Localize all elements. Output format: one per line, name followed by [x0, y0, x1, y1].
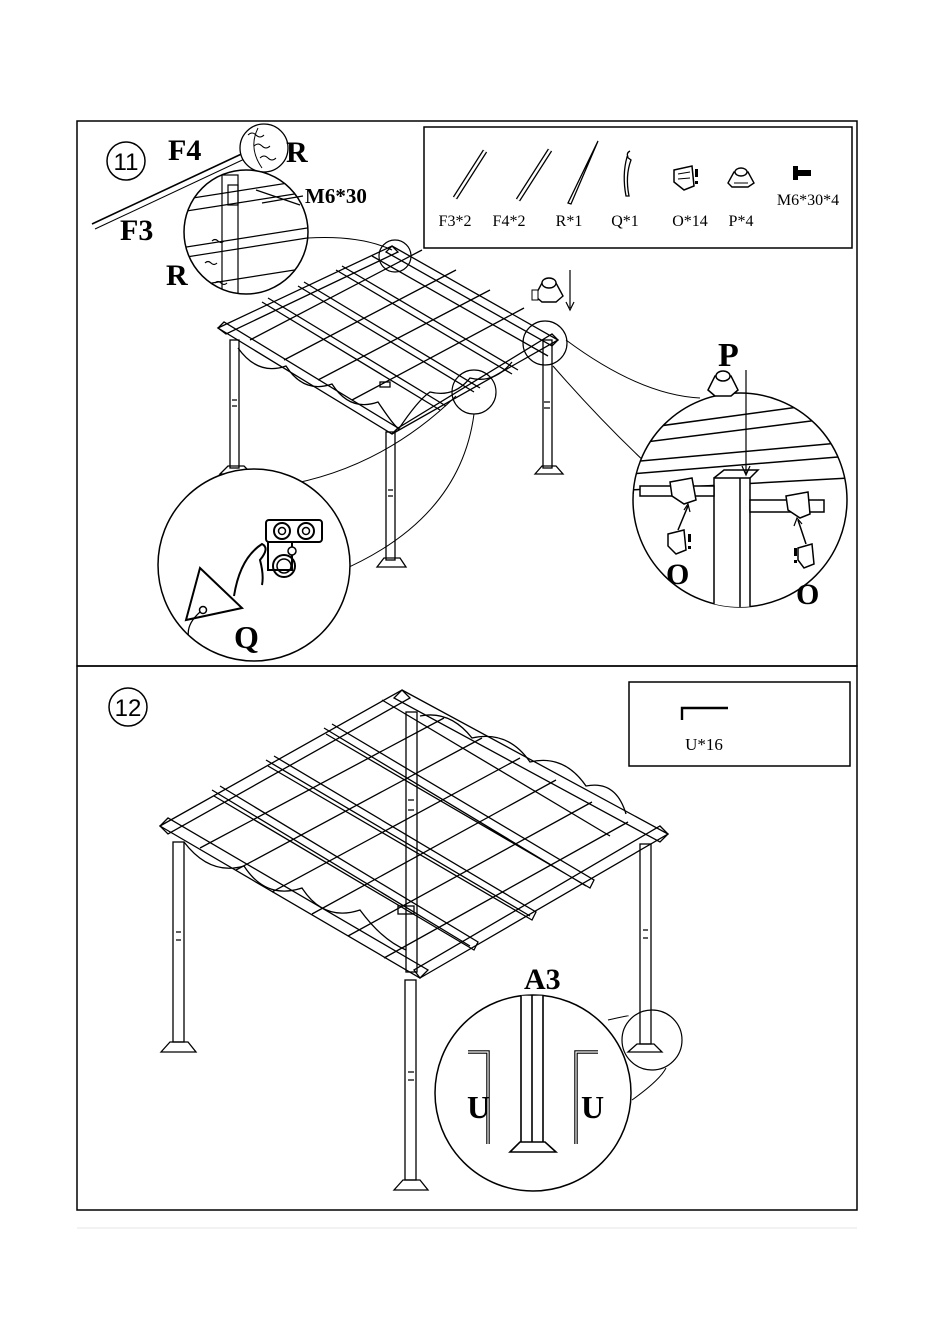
step-12-panel: 12 U*16	[77, 666, 857, 1210]
label-r-top: R	[286, 136, 308, 169]
part-label: R*1	[556, 213, 583, 230]
detail-marker	[622, 1010, 682, 1070]
label-r-side: R	[166, 259, 188, 292]
detail-marker	[523, 321, 567, 365]
parts-list-12: U*16	[629, 682, 850, 766]
part-label: U*16	[685, 735, 723, 754]
part-label: P*4	[729, 213, 754, 230]
label-a3: A3	[524, 963, 561, 996]
screw-icon	[793, 166, 811, 180]
hook-icon	[624, 151, 631, 196]
r-detail-small	[240, 124, 288, 172]
label-q: Q	[234, 619, 259, 655]
cap-icon	[728, 168, 754, 187]
part-label: M6*30*4	[777, 192, 839, 209]
step-12-number: 12	[115, 695, 142, 722]
step-11-number: 11	[114, 149, 139, 176]
label-m6: M6*30	[305, 184, 367, 208]
part-label: Q*1	[611, 213, 639, 230]
detail-marker	[379, 240, 411, 272]
cap-icon	[708, 371, 738, 396]
bracket-icon	[674, 166, 698, 190]
leader-line	[338, 414, 474, 572]
label-u-right: U	[581, 1089, 604, 1125]
leader-line	[308, 238, 392, 251]
leader-line	[608, 1016, 628, 1020]
label-f4: F4	[168, 134, 201, 167]
label-u-left: U	[467, 1089, 490, 1125]
label-p: P	[718, 337, 739, 374]
leader-line	[566, 340, 700, 398]
step-11-panel: 11	[77, 121, 857, 666]
label-o-right: O	[796, 578, 819, 611]
parts-box-12	[629, 682, 850, 766]
part-label: F3*2	[439, 213, 472, 230]
parts-list-11: F3*2 F4*2 R*1 Q*1 O*14 P*4 M6*30*4	[424, 127, 852, 248]
cap-icon	[532, 270, 574, 310]
label-f3: F3	[120, 214, 153, 247]
leader-line	[632, 1068, 666, 1100]
part-label: F4*2	[493, 213, 526, 230]
u-pin-icon	[682, 708, 728, 720]
rod-icon	[568, 141, 598, 204]
pole-icon	[518, 150, 550, 200]
r-m6-detail	[180, 170, 320, 315]
pole-icon	[455, 151, 485, 198]
part-label: O*14	[672, 213, 708, 230]
label-o-left: O	[666, 558, 689, 591]
